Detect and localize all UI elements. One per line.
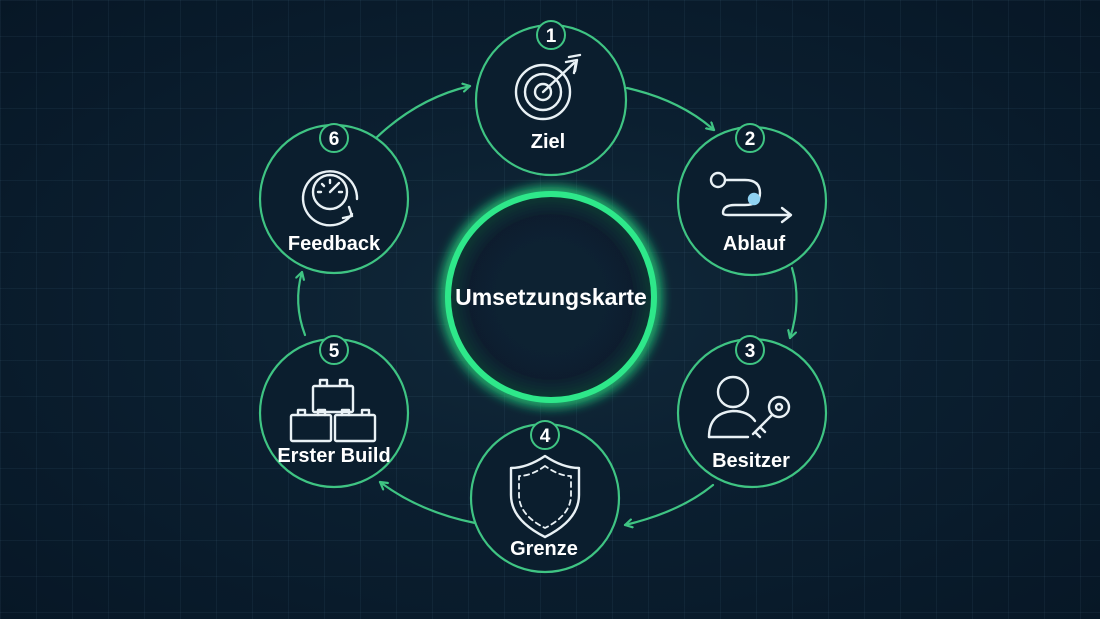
step-label: Ablauf	[723, 233, 786, 255]
step-number-badge	[319, 335, 349, 365]
center-glow-ring	[445, 191, 657, 403]
step-node-ablauf: Ablauf 2	[676, 123, 828, 277]
step-label: Ziel	[531, 131, 565, 153]
step-node-feedback: Feedback 6	[258, 123, 410, 275]
step-number-badge	[735, 335, 765, 365]
step-label: Grenze	[510, 538, 578, 560]
step-number-badge	[530, 420, 560, 450]
step-label: Erster Build	[277, 445, 390, 467]
building-blocks-icon	[289, 378, 377, 443]
step-node-grenze: Grenze 4	[469, 420, 621, 574]
arrow-6-to-1	[374, 86, 472, 140]
step-node-ziel: Ziel 1	[474, 20, 628, 177]
shield-icon	[509, 454, 581, 539]
step-number: 6	[329, 129, 340, 150]
arrow-4-to-5	[378, 480, 477, 525]
target-icon	[514, 53, 582, 121]
step-node-erster-build: Erster Build 5	[258, 335, 410, 489]
arrow-5-to-6	[298, 270, 307, 337]
flow-arrows	[298, 86, 798, 525]
step-number-badge	[735, 123, 765, 153]
owner-key-icon	[707, 375, 791, 439]
step-label: Feedback	[288, 233, 381, 255]
center-hub: Umsetzungskarte	[445, 191, 657, 403]
step-node-besitzer: Besitzer 3	[676, 335, 828, 489]
arrow-3-to-4	[623, 483, 715, 525]
step-label: Besitzer	[712, 450, 790, 472]
step-number-badge	[319, 123, 349, 153]
step-number: 3	[745, 341, 756, 362]
arrow-2-to-3	[790, 266, 798, 340]
step-number: 2	[745, 129, 756, 150]
step-number: 1	[546, 26, 557, 47]
speedometer-icon	[301, 170, 359, 227]
step-number: 4	[540, 426, 551, 447]
route-icon	[709, 171, 793, 224]
arrow-1-to-2	[625, 86, 716, 132]
step-number: 5	[329, 341, 340, 362]
step-number-badge	[536, 20, 566, 50]
center-label: Umsetzungskarte	[455, 284, 647, 310]
